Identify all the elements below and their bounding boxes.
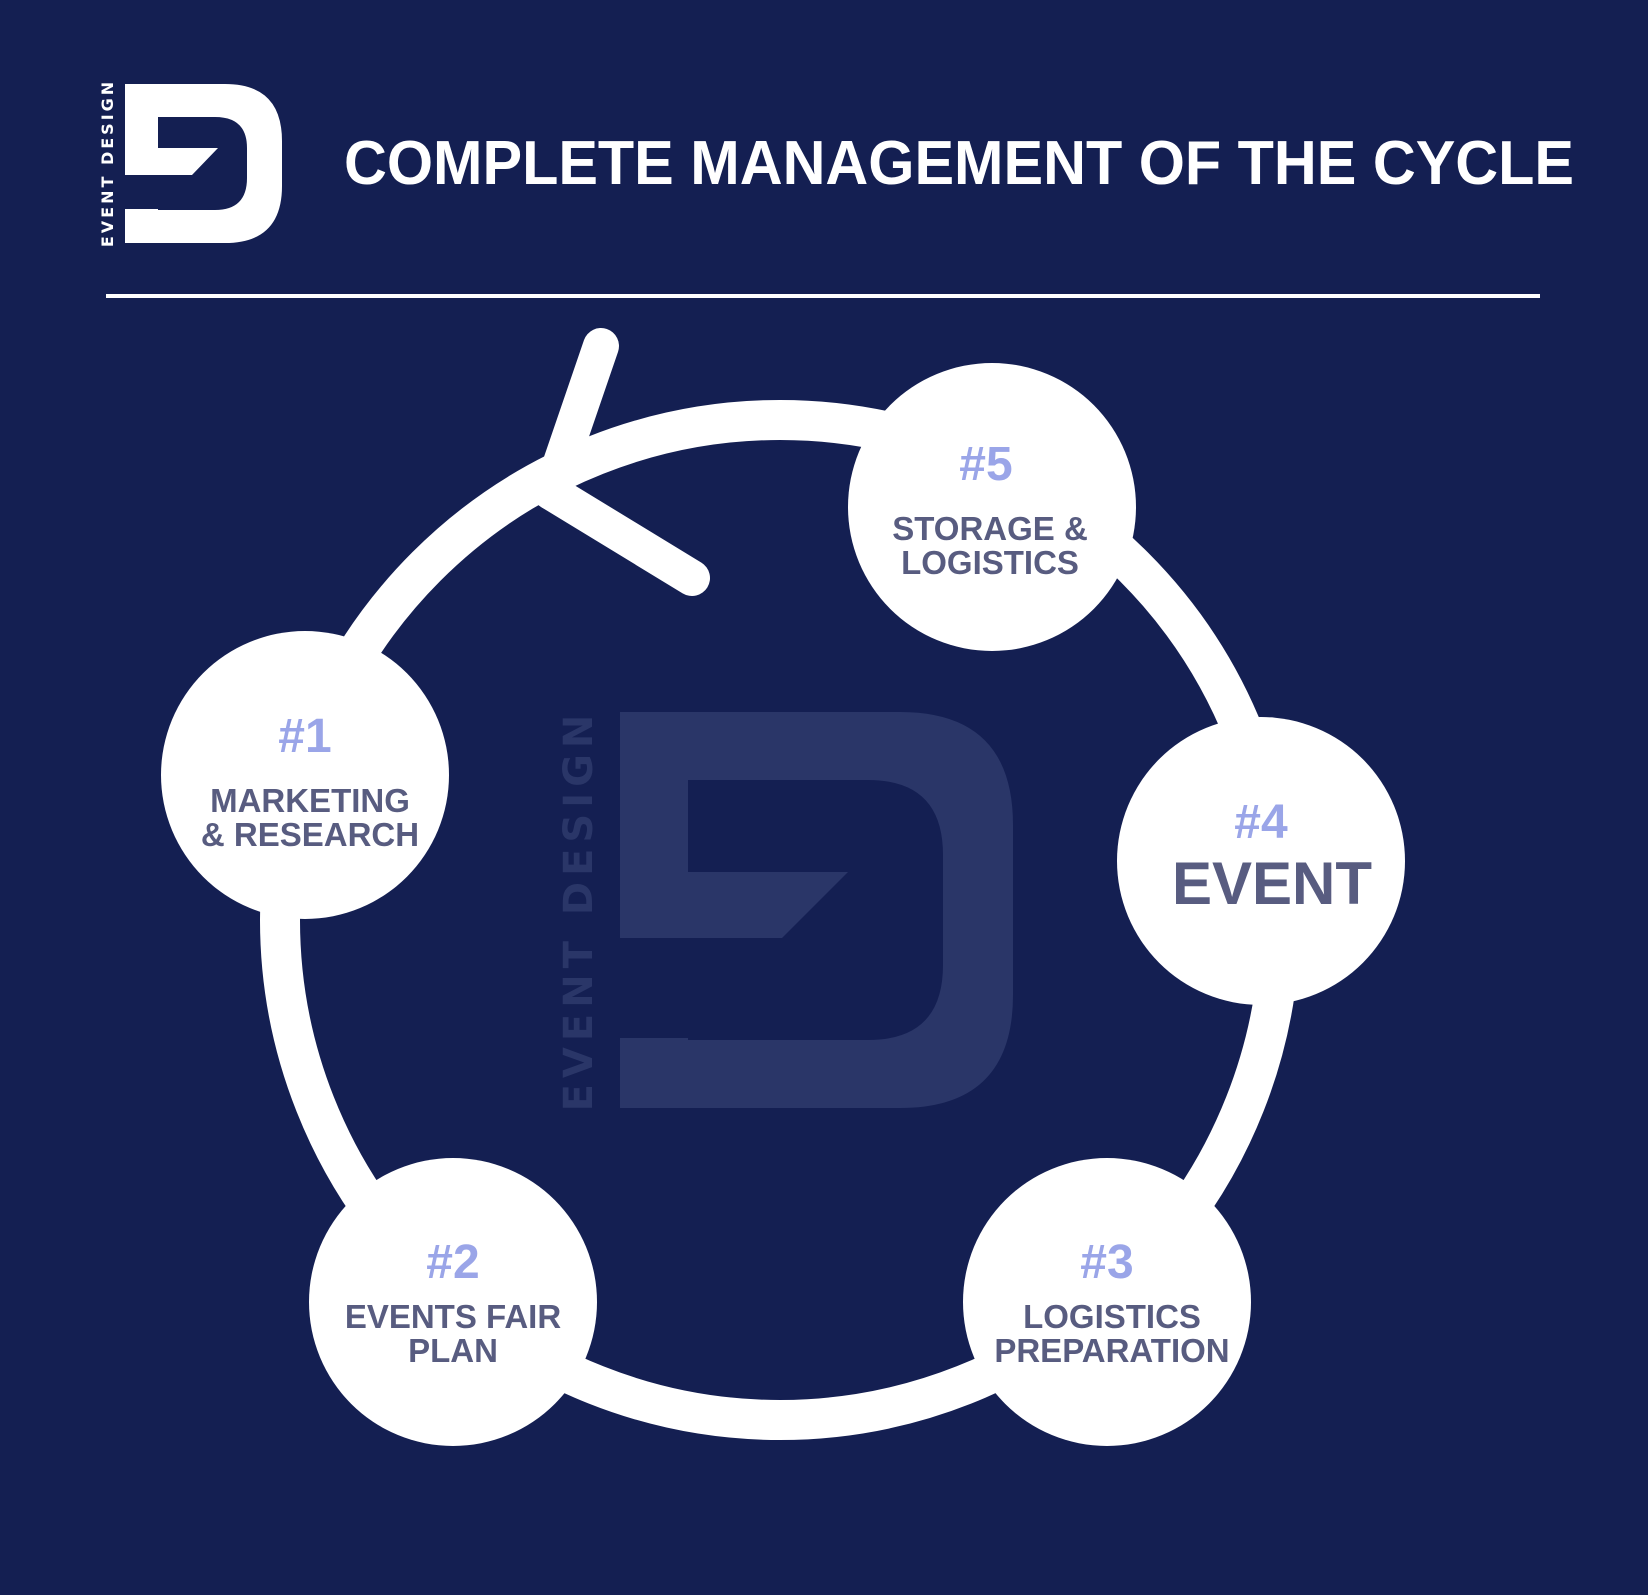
step-circle <box>309 1158 597 1446</box>
logo-text: EVENT DESIGN <box>98 79 117 247</box>
step-label-line: STORAGE & <box>892 510 1088 547</box>
step-circle <box>848 363 1136 651</box>
brand-logo: EVENT DESIGN <box>98 79 282 247</box>
step-label-line: PREPARATION <box>994 1332 1229 1369</box>
step-circle <box>963 1158 1251 1446</box>
step-number: #1 <box>278 710 331 763</box>
step-number: #2 <box>426 1236 479 1289</box>
step-label-line: LOGISTICS <box>901 544 1079 581</box>
step-number: #5 <box>959 438 1012 491</box>
step-circle <box>1117 717 1405 1005</box>
page-title: COMPLETE MANAGEMENT OF THE CYCLE <box>344 129 1574 198</box>
step-label-line: MARKETING <box>210 782 410 819</box>
step-1: #1 MARKETING & RESEARCH <box>161 631 449 919</box>
step-2: #2 EVENTS FAIR PLAN <box>309 1158 597 1446</box>
step-label-line: PLAN <box>408 1332 498 1369</box>
step-label-line: & RESEARCH <box>201 816 419 853</box>
step-4: #4 EVENT <box>1117 717 1405 1005</box>
step-label-line: EVENT <box>1172 850 1372 917</box>
step-number: #3 <box>1080 1236 1133 1289</box>
step-3: #3 LOGISTICS PREPARATION <box>963 1158 1251 1446</box>
step-number: #4 <box>1234 796 1288 849</box>
step-circle <box>161 631 449 919</box>
step-5: #5 STORAGE & LOGISTICS <box>848 363 1136 651</box>
step-label-line: LOGISTICS <box>1023 1298 1201 1335</box>
cycle-arrow <box>533 328 710 596</box>
step-label-line: EVENTS FAIR <box>345 1298 562 1335</box>
watermark-text: EVENT DESIGN <box>556 709 602 1112</box>
watermark-logo: EVENT DESIGN <box>556 709 1013 1112</box>
